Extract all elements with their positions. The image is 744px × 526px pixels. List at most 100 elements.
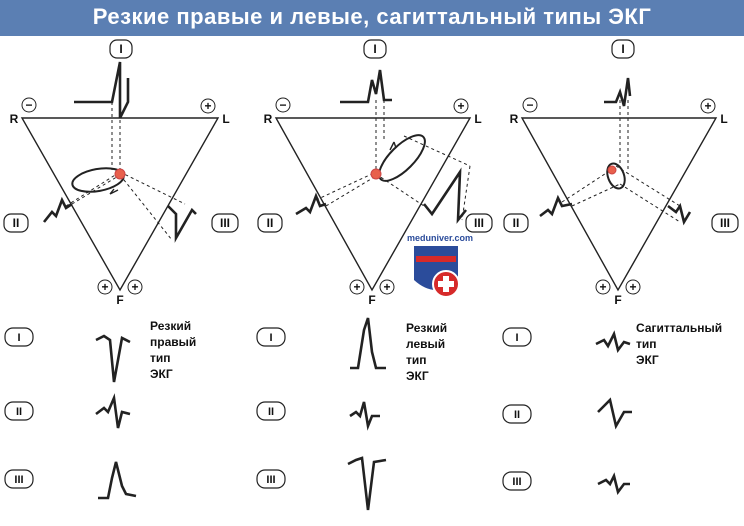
- loop-direction-arrow: [389, 141, 397, 151]
- plus-sign-f-right: [127, 279, 143, 295]
- lead-ii-box: [4, 401, 34, 421]
- ecg-strip-ii-sagittal: [597, 397, 632, 430]
- plus-sign-text: +: [599, 280, 606, 294]
- lead-iii-box: [465, 213, 493, 233]
- ecg-strip-i-sharp-right: [95, 334, 131, 383]
- ecg-diagram: I II III R L F − + + +: [3, 39, 739, 511]
- plus-sign-text: +: [704, 99, 711, 113]
- lead-iii-label: III: [266, 474, 275, 486]
- caption-line: ЭКГ: [636, 353, 659, 367]
- caption-line: тип: [150, 351, 171, 365]
- plus-sign-text: +: [101, 280, 108, 294]
- lead-ii-label: II: [513, 216, 520, 230]
- lead-ii-complex: [295, 192, 327, 216]
- plus-sign-f-left: [349, 279, 365, 295]
- lead-ii-box: [256, 401, 286, 421]
- lead-ii-box: [3, 213, 29, 233]
- lead-ii-label: II: [268, 406, 274, 418]
- plus-sign-l: [200, 98, 216, 114]
- lead-ii-label: II: [267, 216, 274, 230]
- lead-ii-label: II: [16, 406, 22, 418]
- plus-sign-f-left: [595, 279, 611, 295]
- caption-sagittal: Сагиттальный тип ЭКГ: [636, 320, 722, 368]
- lead-iii-label: III: [512, 476, 521, 488]
- lead-i-complex: [74, 61, 130, 119]
- loop-direction-arrow: [109, 188, 119, 195]
- plus-sign-f-right: [379, 279, 395, 295]
- caption-line: ЭКГ: [150, 367, 173, 381]
- vertex-l-label: L: [474, 112, 481, 126]
- plus-sign-text: +: [629, 280, 636, 294]
- einthoven-triangle: [20, 117, 220, 292]
- lead-i-label: I: [515, 332, 518, 344]
- ecg-strip-i-sharp-left: [350, 317, 386, 370]
- panel-sharp-left: [257, 39, 493, 295]
- lead-i-box: [611, 39, 635, 59]
- meduniver-logo: [414, 246, 460, 298]
- caption-line: ЭКГ: [406, 369, 429, 383]
- lead-i-box: [109, 39, 133, 59]
- lead-ii-label: II: [13, 216, 20, 230]
- vertex-f-label: F: [368, 293, 375, 307]
- lead-iii-box: [4, 469, 34, 489]
- plus-sign-f-right: [625, 279, 641, 295]
- lead-ii-box: [257, 213, 283, 233]
- lead-i-label: I: [119, 42, 122, 56]
- title-banner: [0, 0, 744, 36]
- lead-iii-complex: [422, 167, 468, 224]
- minus-sign-text: −: [279, 98, 286, 112]
- lead-ii-complex: [539, 194, 573, 218]
- lead-iii-label: III: [220, 216, 230, 230]
- lead-ii-complex: [42, 196, 73, 223]
- caption-line: Резкий: [406, 321, 448, 335]
- watermark-text: meduniver.com: [406, 233, 474, 243]
- lead-iii-box: [711, 213, 739, 233]
- vertex-l-label: L: [720, 112, 727, 126]
- caption-line: левый: [406, 337, 446, 351]
- lead-i-complex: [604, 77, 632, 107]
- vertex-r-label: R: [264, 112, 273, 126]
- vector-origin-dot: [370, 168, 382, 180]
- plus-sign-text: +: [383, 280, 390, 294]
- lead-i-label: I: [621, 42, 624, 56]
- lead-i-label: I: [373, 42, 376, 56]
- vertex-l-label: L: [222, 112, 229, 126]
- minus-sign-r: [21, 97, 37, 113]
- vector-origin-dot: [607, 165, 617, 175]
- vertex-f-label: F: [116, 293, 123, 307]
- lead-i-box: [363, 39, 387, 59]
- ecg-strip-ii-sharp-left: [349, 401, 380, 431]
- lead-i-box: [4, 327, 34, 347]
- caption-line: Сагиттальный: [636, 321, 723, 335]
- lead-ii-box: [502, 404, 532, 424]
- minus-sign-r: [275, 97, 291, 113]
- lead-i-complex: [340, 69, 392, 104]
- lead-ii-label: II: [514, 409, 520, 421]
- plus-sign-l: [700, 98, 716, 114]
- caption-line: Резкий: [150, 319, 192, 333]
- minus-sign-r: [522, 97, 538, 113]
- panel-sharp-right: [3, 39, 239, 295]
- vertex-r-label: R: [10, 112, 19, 126]
- plus-sign-l: [453, 98, 469, 114]
- caption-line: правый: [150, 335, 197, 349]
- page-title: Резкие правые и левые, сагиттальный типы…: [92, 4, 652, 29]
- ecg-strip-iii-sharp-right: [98, 461, 137, 500]
- lead-i-label: I: [17, 332, 20, 344]
- ecg-strip-iii-sharp-left: [347, 456, 387, 511]
- caption-sharp-right: Резкий правый тип ЭКГ: [150, 318, 196, 382]
- ecg-strip-ii-sharp-right: [95, 393, 131, 429]
- vector-loop: [378, 134, 426, 182]
- lead-iii-box: [211, 213, 239, 233]
- plus-sign-f-left: [97, 279, 113, 295]
- vector-origin-dot: [114, 168, 126, 180]
- lead-i-box: [502, 327, 532, 347]
- lead-ii-box: [503, 213, 529, 233]
- lead-iii-complex: [167, 205, 197, 243]
- lead-iii-complex: [667, 202, 692, 226]
- plus-sign-text: +: [457, 99, 464, 113]
- plus-sign-text: +: [204, 99, 211, 113]
- lead-iii-box: [256, 469, 286, 489]
- vector-loop: [606, 162, 626, 190]
